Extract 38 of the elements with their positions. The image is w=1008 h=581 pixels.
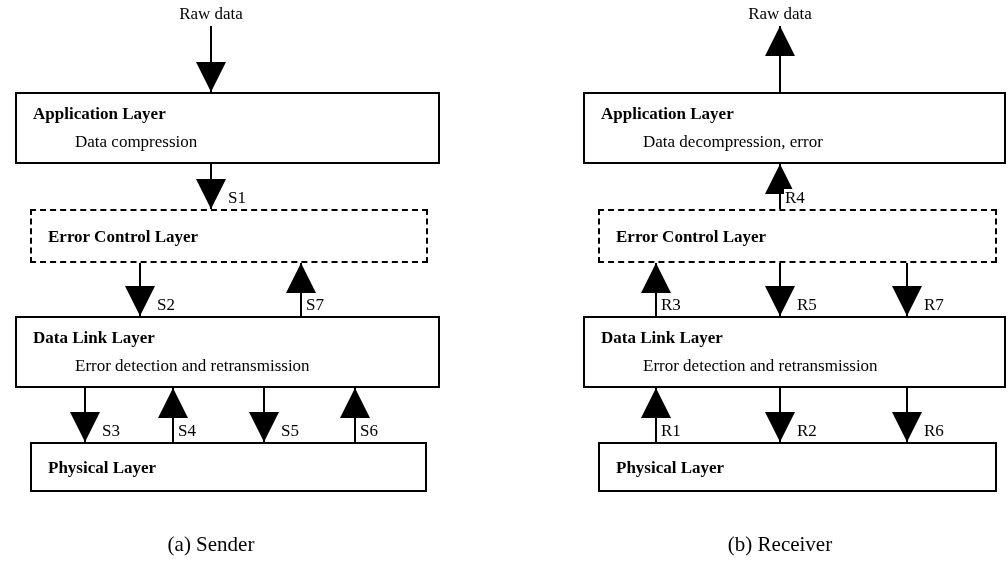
arrow [249,387,279,443]
arrow [641,262,671,317]
caption: (b) Receiver [727,532,833,557]
arrow [196,25,226,93]
arrow [158,387,188,443]
layer-title: Error Control Layer [616,227,767,247]
caption: (a) Sender [167,532,255,557]
layer-description: Error detection and retransmission [75,356,310,376]
layer-title: Data Link Layer [33,328,155,348]
layer-box [583,92,1006,164]
layer-title: Application Layer [33,104,166,124]
arrow [892,262,922,317]
dashed-layer-box [598,209,997,263]
arrow [765,262,795,317]
layer-box [15,92,440,164]
layer-box [15,316,440,388]
layer-box [30,442,427,492]
arrow [125,262,155,317]
arrow [286,262,316,317]
layer-title: Data Link Layer [601,328,723,348]
layer-description: Error detection and retransmission [643,356,878,376]
layer-title: Physical Layer [48,458,157,478]
layer-title: Error Control Layer [48,227,199,247]
arrow [765,25,795,93]
arrow [340,387,370,443]
arrow [765,163,795,210]
layer-title: Application Layer [601,104,734,124]
arrow [641,387,671,443]
layer-description: Data compression [75,132,198,152]
arrow [70,387,100,443]
layer-box [598,442,997,492]
arrow [196,163,226,210]
dashed-layer-box [30,209,428,263]
layer-description: Data decompression, error [643,132,823,152]
layer-title: Physical Layer [616,458,725,478]
arrow [892,387,922,443]
arrow [765,387,795,443]
layer-box [583,316,1006,388]
